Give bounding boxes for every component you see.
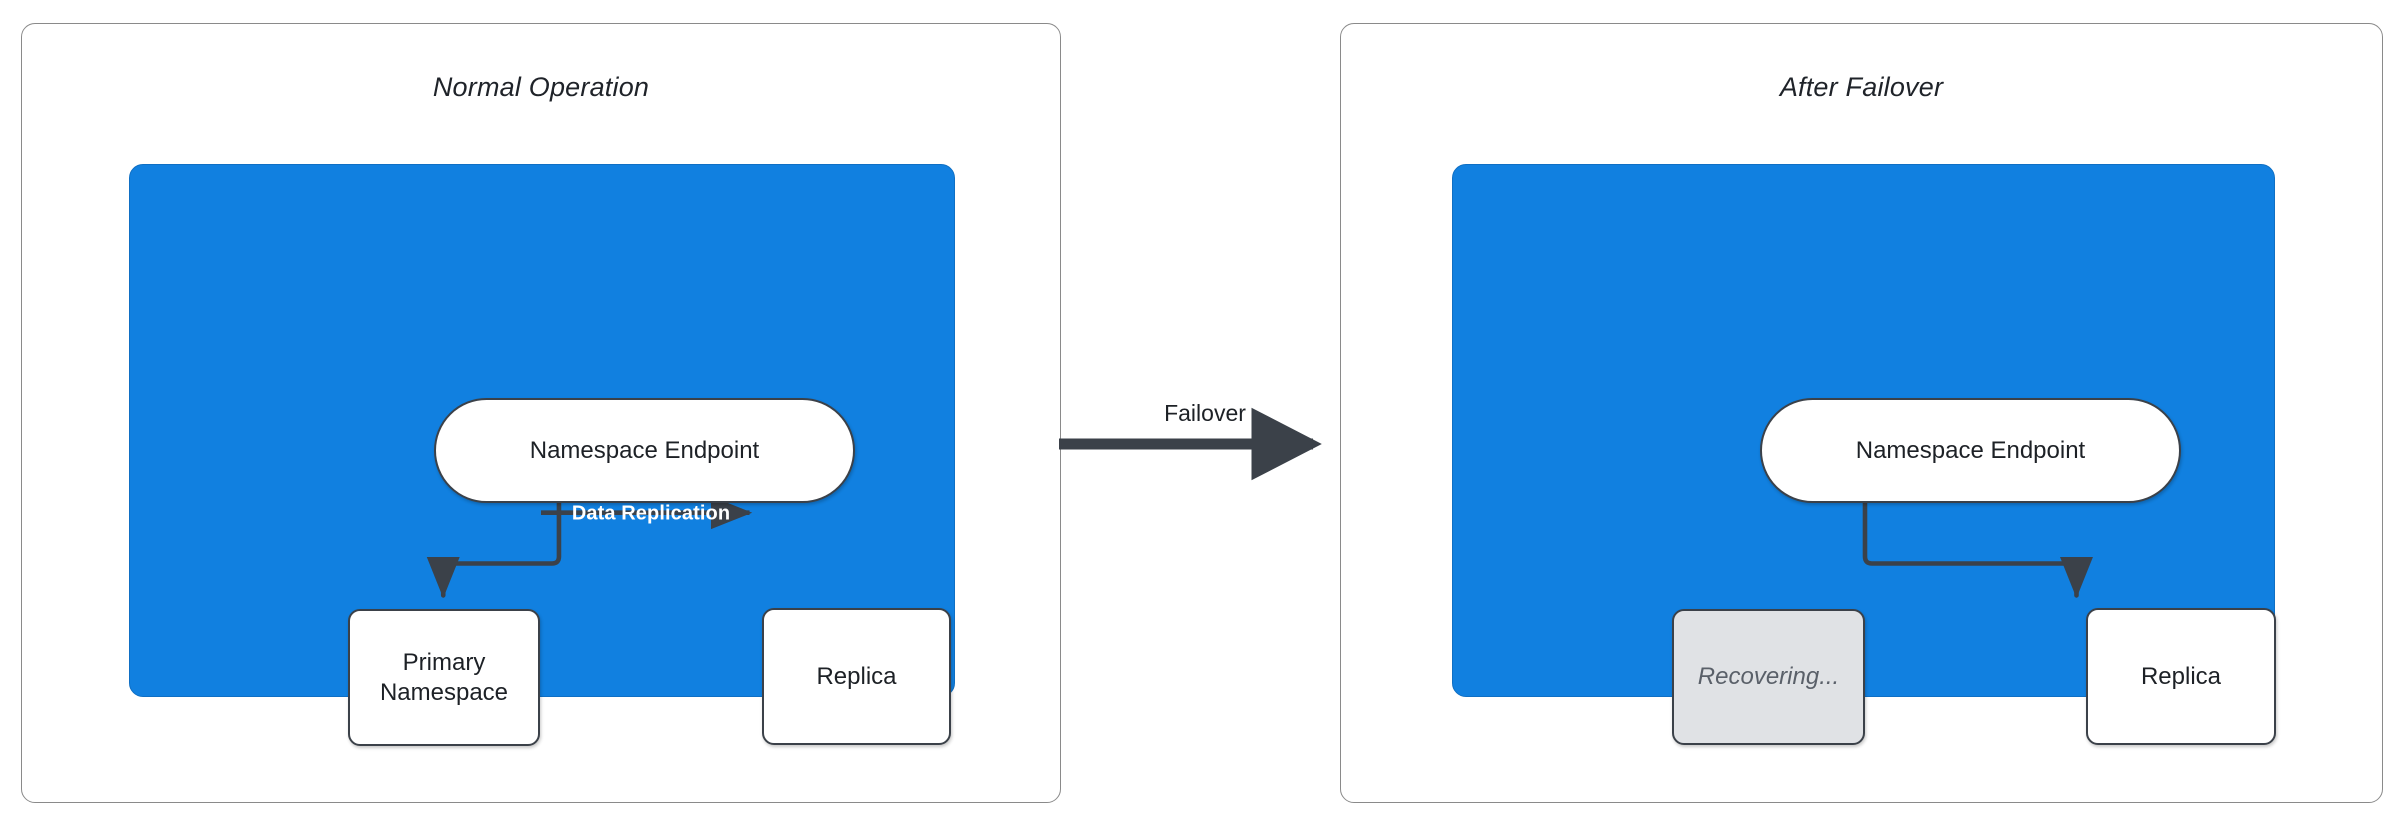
node-namespace-endpoint[interactable]: Namespace Endpoint (434, 398, 855, 503)
node-label-line2: Namespace (379, 678, 509, 706)
node-label: Namespace Endpoint (1855, 436, 2086, 464)
panel-title-after-failover: After Failover (1779, 72, 1944, 102)
node-namespace-endpoint[interactable]: Namespace Endpoint (1760, 398, 2181, 503)
region-normal-operation: Namespace Endpoint Primary Namespace Rep… (129, 164, 955, 746)
node-label: Replica (816, 662, 897, 690)
panel-normal-operation: Normal Operation Namespace Endpoint (21, 23, 1061, 803)
failover-transition: Failover (1055, 400, 1355, 510)
node-label: Namespace Endpoint (529, 436, 760, 464)
panel-title-normal-operation: Normal Operation (432, 72, 650, 102)
node-label-line1: Primary (402, 649, 486, 677)
node-label: Recovering... (1697, 663, 1840, 691)
node-recovering[interactable]: Recovering... (1672, 609, 1865, 745)
edge-endpoint-to-primary (426, 500, 562, 599)
node-label: Replica (2140, 662, 2222, 690)
failover-label: Failover (1164, 400, 1246, 426)
region-after-failover: Namespace Endpoint Recovering... Replica (1452, 164, 2276, 745)
edge-label-data-replication: Data Replication (571, 502, 731, 525)
failover-arrow (1059, 407, 1322, 481)
node-label: Primary Namespace (380, 648, 508, 707)
panel-after-failover: After Failover Namespace Endpoint Recove… (1340, 23, 2383, 803)
node-replica[interactable]: Replica (762, 608, 951, 745)
node-replica[interactable]: Replica (2086, 608, 2276, 745)
edge-endpoint-to-replica (1862, 500, 2094, 599)
node-primary-namespace[interactable]: Primary Namespace (348, 609, 540, 746)
